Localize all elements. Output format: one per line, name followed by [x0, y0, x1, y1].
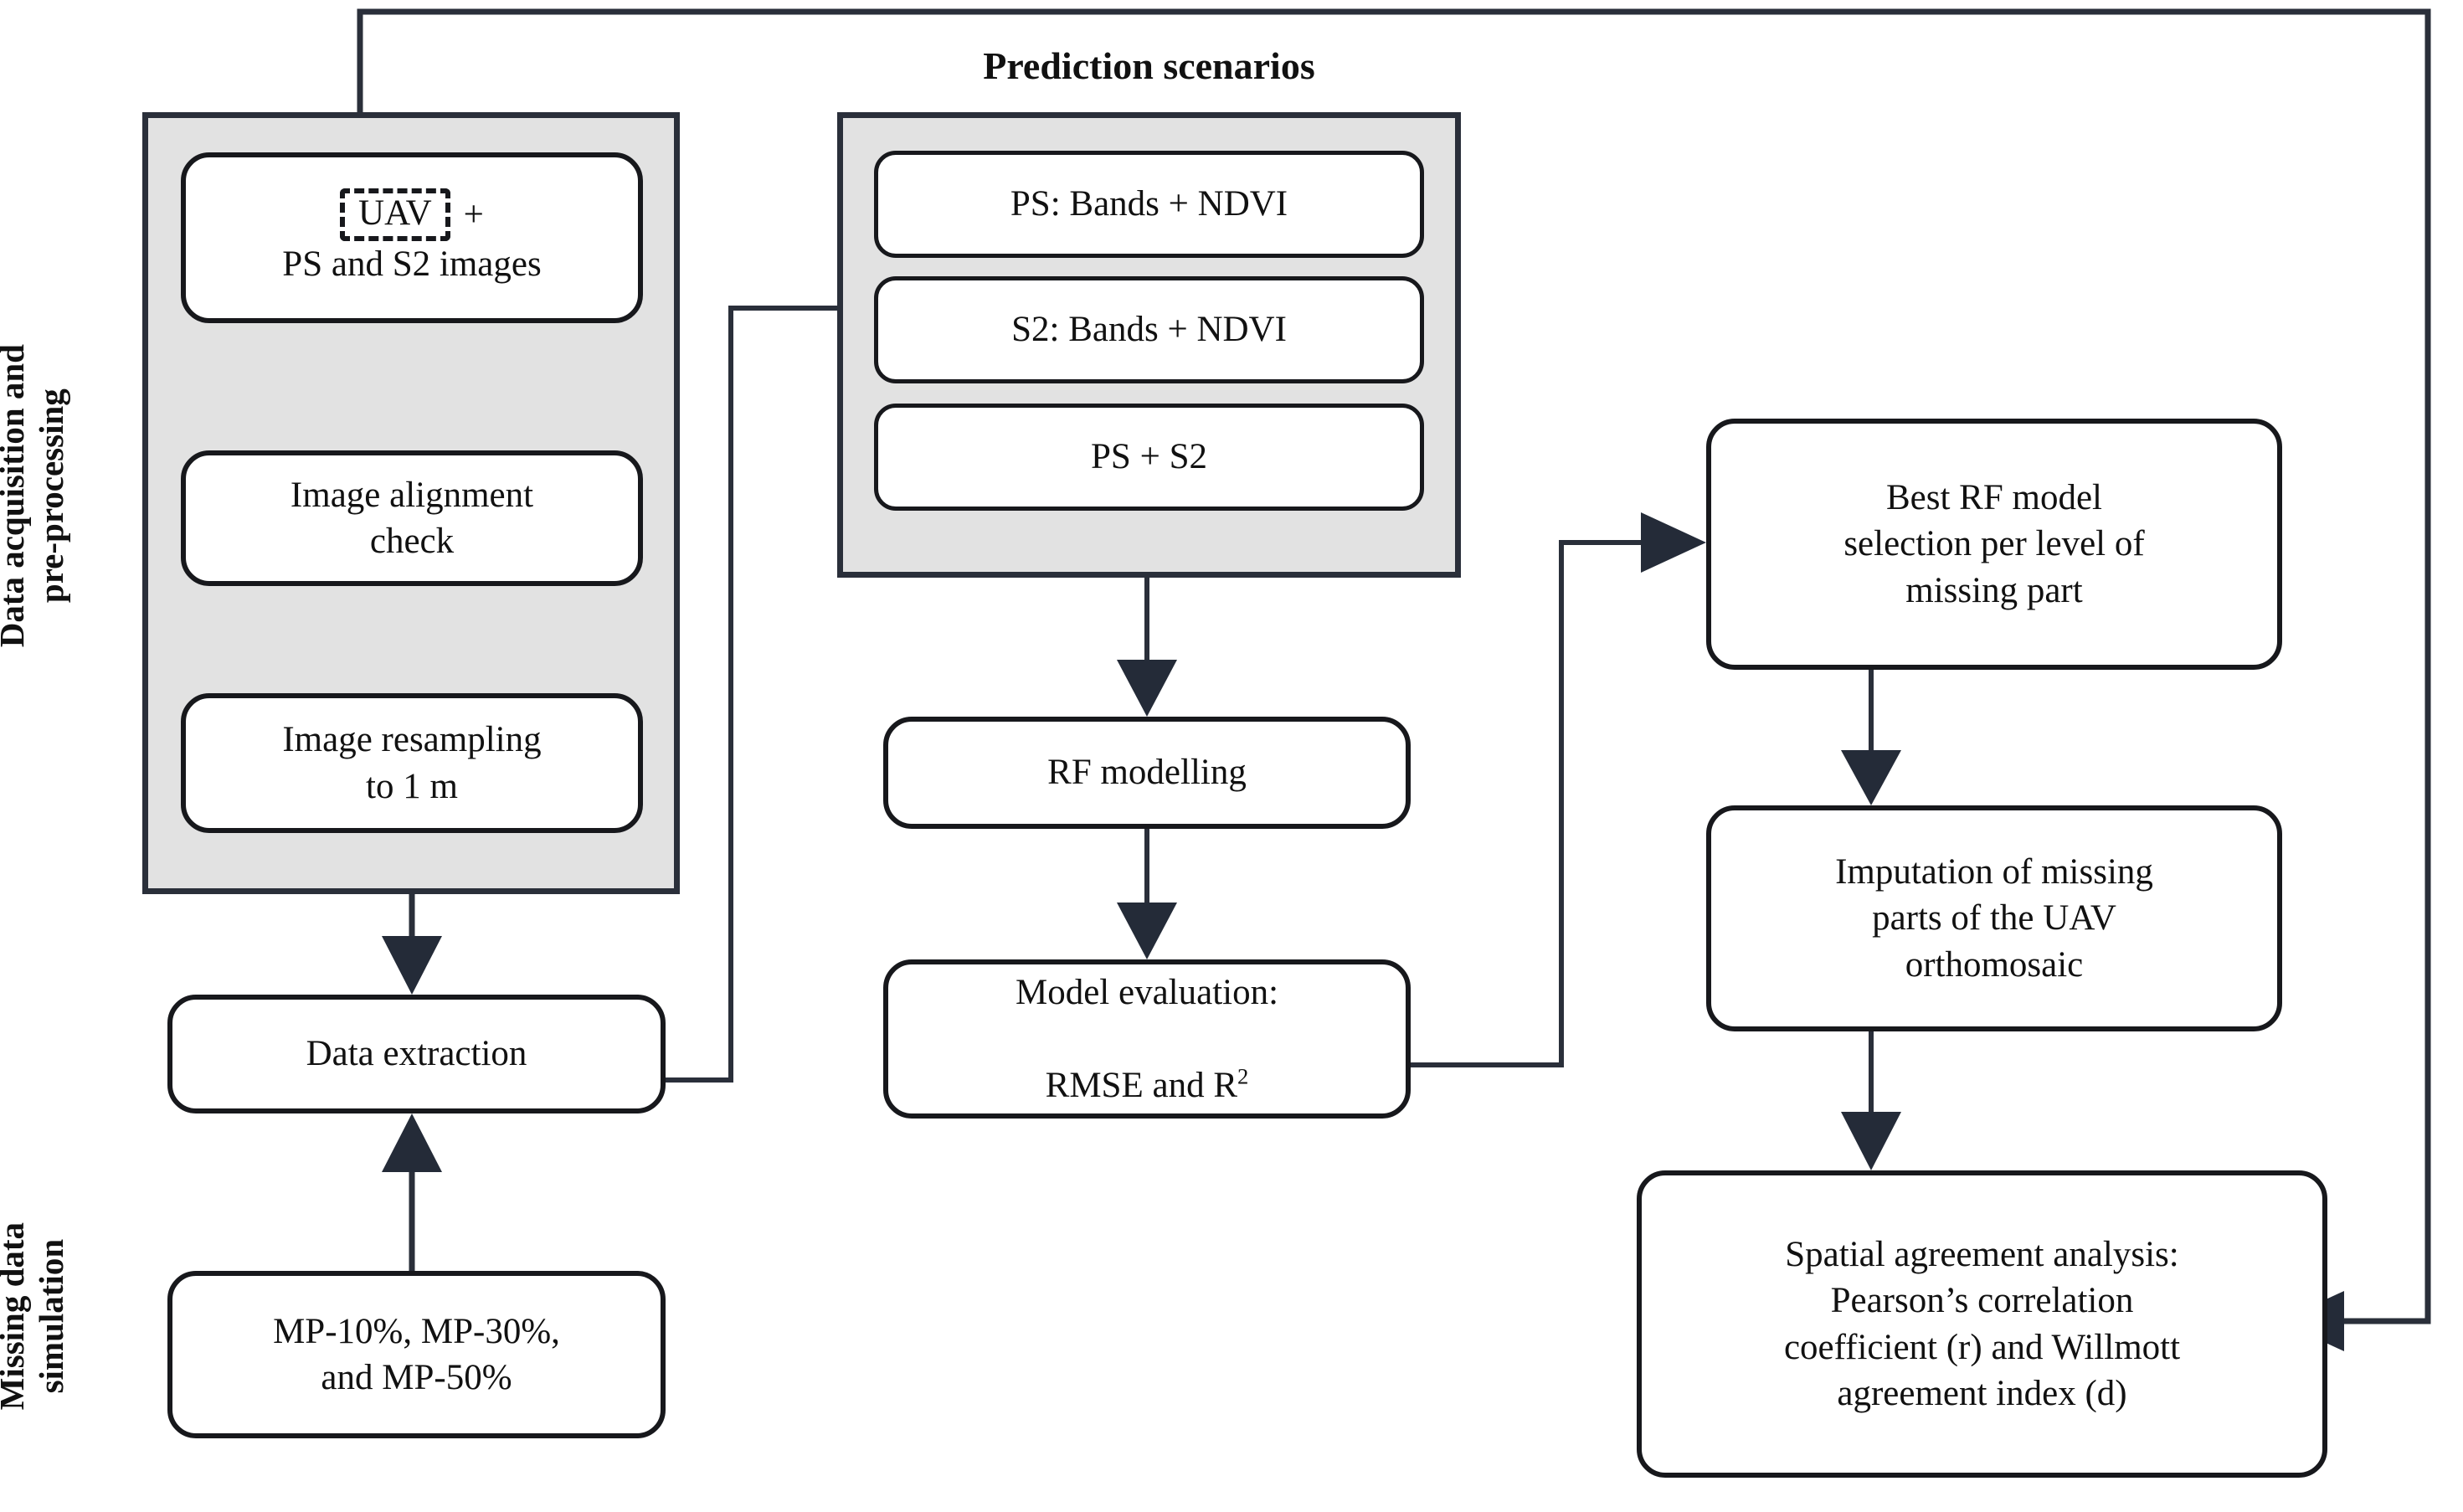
arrowhead-missingparts-extraction — [382, 1113, 442, 1172]
node-image-resampling[interactable]: Image resampling to 1 m — [181, 693, 643, 833]
node-spatial-agreement[interactable]: Spatial agreement analysis: Pearson’s co… — [1637, 1170, 2327, 1478]
edge-extraction-to-scenarios — [666, 306, 837, 1083]
node-model-evaluation[interactable]: Model evaluation: RMSE and R2 — [883, 959, 1411, 1119]
node-scenario-s2[interactable]: S2: Bands + NDVI — [874, 276, 1424, 383]
node-scenario-ps-s2[interactable]: PS + S2 — [874, 404, 1424, 511]
uav-sources-line1: UAV + — [340, 188, 484, 241]
arrowhead-rf-evaluation — [1117, 903, 1177, 959]
model-evaluation-line1: Model evaluation: — [1015, 973, 1279, 1013]
r-squared-superscript: 2 — [1237, 1063, 1249, 1089]
node-scenario-ps[interactable]: PS: Bands + NDVI — [874, 151, 1424, 258]
arrowhead-scenarios-rf — [1117, 660, 1177, 717]
group-label-missing-data: Missing data simulation — [0, 1221, 70, 1411]
node-missing-parts[interactable]: MP-10%, MP-30%, and MP-50% — [167, 1271, 666, 1438]
node-image-alignment-check[interactable]: Image alignment check — [181, 450, 643, 586]
node-data-extraction[interactable]: Data extraction — [167, 995, 666, 1113]
uav-dashed-box: UAV — [340, 188, 450, 241]
model-evaluation-line2: RMSE and R2 — [1046, 1016, 1249, 1108]
node-best-rf-model[interactable]: Best RF model selection per level of mis… — [1706, 419, 2282, 670]
arrowhead-imputation-spatial — [1841, 1112, 1901, 1170]
arrowhead-resampling-extraction — [382, 936, 442, 995]
node-uav-sources[interactable]: UAV + PS and S2 images — [181, 152, 643, 323]
group-label-data-acquisition: Data acquisition and pre-processing — [0, 344, 70, 648]
node-rf-modelling[interactable]: RF modelling — [883, 717, 1411, 829]
arrowhead-bestmodel-imputation — [1841, 750, 1901, 805]
uav-sources-line2: PS and S2 images — [282, 244, 542, 284]
edge-evaluation-to-bestmodel — [1406, 540, 1641, 1067]
panel-title-prediction-scenarios: Prediction scenarios — [983, 44, 1315, 87]
model-evaluation-metrics: RMSE and R — [1045, 1065, 1238, 1105]
node-imputation[interactable]: Imputation of missing parts of the UAV o… — [1706, 805, 2282, 1031]
arrowhead-evaluation-bestmodel — [1641, 512, 1706, 573]
uav-plus-symbol: + — [463, 194, 484, 234]
